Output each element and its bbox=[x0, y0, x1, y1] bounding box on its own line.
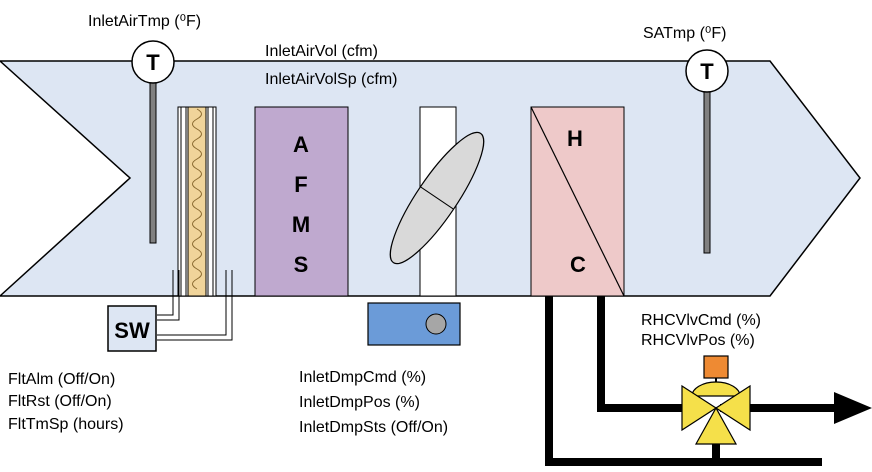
damper-actuator bbox=[367, 302, 461, 346]
rhc-vlv-cmd-label: RHCVlvCmd (%) bbox=[641, 312, 761, 329]
afms-letter: M bbox=[292, 212, 310, 237]
inlet-air-temp-sensor: T bbox=[131, 40, 175, 244]
filter-pressure-tubes bbox=[157, 270, 233, 341]
inlet-damper bbox=[389, 106, 485, 297]
reheat-coil: H C bbox=[530, 106, 625, 297]
coil-heat-letter: H bbox=[567, 126, 583, 151]
afms-letter: A bbox=[293, 132, 309, 157]
supply-air-temp-sensor: T bbox=[685, 49, 729, 254]
filter-switch: SW bbox=[107, 305, 157, 352]
sensor-letter: T bbox=[146, 50, 160, 75]
afms-letter: S bbox=[294, 252, 309, 277]
inlet-air-temp-label: InletAirTmp (⁰F) bbox=[88, 13, 201, 30]
flt-alm-label: FltAlm (Off/On) bbox=[8, 371, 115, 388]
rhc-vlv-pos-label: RHCVlvPos (%) bbox=[641, 332, 755, 349]
filter bbox=[177, 106, 217, 297]
inlet-dmp-pos-label: InletDmpPos (%) bbox=[299, 394, 420, 411]
switch-label: SW bbox=[114, 318, 150, 343]
flt-tm-sp-label: FltTmSp (hours) bbox=[8, 416, 124, 433]
inlet-dmp-sts-label: InletDmpSts (Off/On) bbox=[299, 419, 448, 436]
reheat-valve bbox=[681, 355, 751, 445]
inlet-dmp-cmd-label: InletDmpCmd (%) bbox=[299, 369, 426, 386]
flt-rst-label: FltRst (Off/On) bbox=[8, 393, 112, 410]
filter-media bbox=[192, 108, 202, 290]
inlet-air-vol-sp-label: InletAirVolSp (cfm) bbox=[265, 71, 397, 88]
flow-arrow bbox=[834, 392, 872, 424]
coil-cool-letter: C bbox=[570, 252, 586, 277]
afms-letter: F bbox=[294, 172, 307, 197]
inlet-air-vol-label: InletAirVol (cfm) bbox=[265, 43, 378, 60]
sa-temp-label: SATmp (⁰F) bbox=[643, 25, 726, 42]
sensor-letter: T bbox=[700, 59, 714, 84]
afms: A F M S bbox=[254, 106, 349, 297]
